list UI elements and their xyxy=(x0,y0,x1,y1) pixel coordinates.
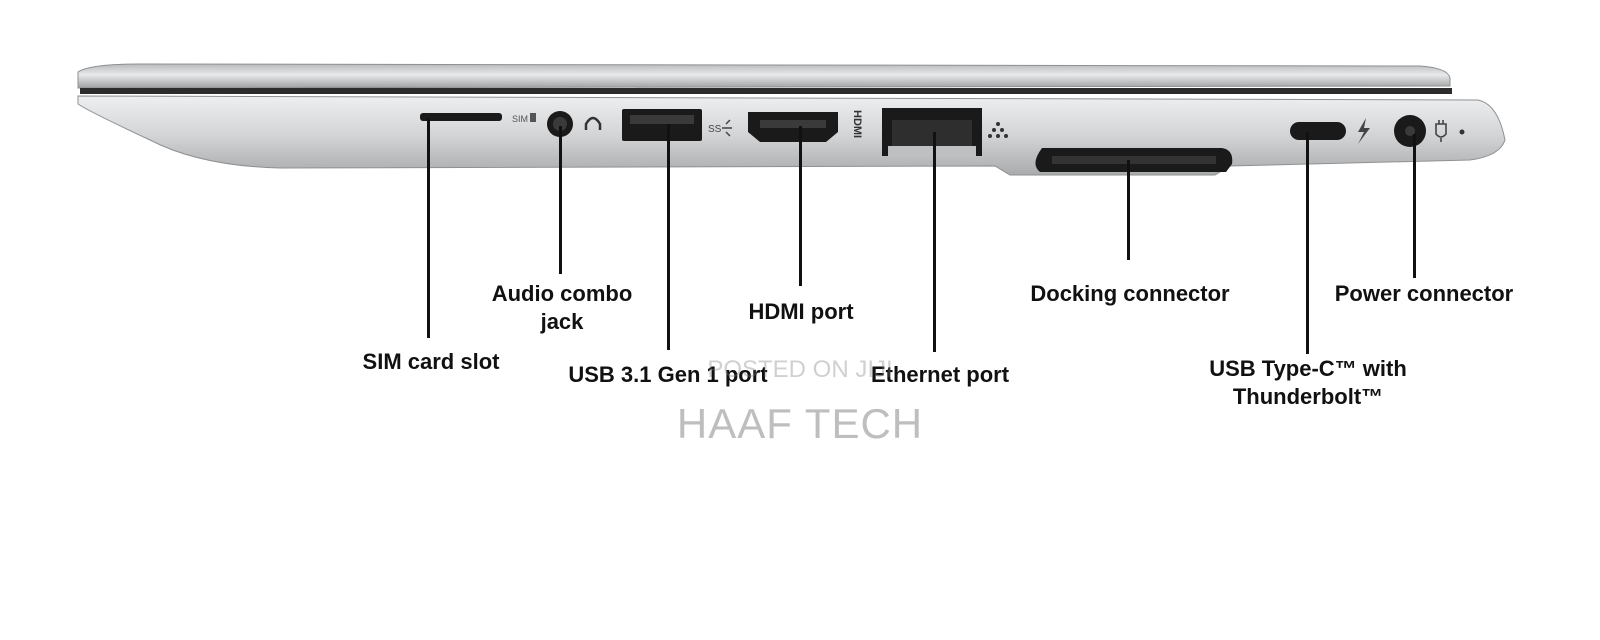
usb31-label-text: USB 3.1 Gen 1 port xyxy=(568,362,768,387)
power-label-text: Power connector xyxy=(1334,281,1514,306)
power-label: Power connector xyxy=(1335,280,1513,308)
network-icon xyxy=(996,122,1000,126)
sim-marking: SIM xyxy=(512,114,528,124)
ethernet-label: Ethernet port xyxy=(871,361,1009,389)
power-jack-pin xyxy=(1405,126,1415,136)
usb31-label: USB 3.1 Gen 1 port xyxy=(568,361,767,389)
sim-label: SIM card slot xyxy=(363,348,500,376)
hdmi-label-text: HDMI port xyxy=(748,299,854,324)
usbc-label-line2: Thunderbolt™ xyxy=(1232,384,1384,409)
docking-label-text: Docking connector xyxy=(1030,281,1230,306)
laptop-lid xyxy=(77,63,1451,89)
docking-connector-inner xyxy=(1052,156,1216,164)
sim-lock-icon xyxy=(530,113,536,122)
headphone-icon xyxy=(584,116,602,130)
usbc-port xyxy=(1290,122,1346,140)
docking-label: Docking connector xyxy=(1030,280,1229,308)
watermark-posted-on: POSTED ON JIJI xyxy=(707,356,893,383)
hdmi-port-inner xyxy=(760,120,826,128)
usbc-label: USB Type-C™ with Thunderbolt™ xyxy=(1209,355,1407,411)
network-icon-dot xyxy=(1004,134,1008,138)
usb-trident-icon xyxy=(722,119,732,137)
audio-label-line1: Audio combo xyxy=(491,281,633,306)
hdmi-leader-line xyxy=(799,126,802,286)
power-leader-line xyxy=(1413,134,1416,278)
audio-label-line2: jack xyxy=(540,309,584,334)
power-plug-icon xyxy=(1435,120,1447,142)
usb31-port-tongue xyxy=(630,115,694,124)
ethernet-port-inner xyxy=(892,120,972,146)
network-icon-dot xyxy=(988,134,992,138)
audio-leader-line xyxy=(559,126,562,274)
sim-leader-line xyxy=(427,118,430,338)
sim-label-text: SIM card slot xyxy=(362,349,500,374)
thunderbolt-icon xyxy=(1358,118,1370,144)
ethernet-flap xyxy=(888,146,976,156)
ethernet-label-text: Ethernet port xyxy=(870,362,1010,387)
usbc-leader-line xyxy=(1306,132,1309,354)
hdmi-marking: HDMI xyxy=(851,110,863,138)
audio-label: Audio combo jack xyxy=(492,280,633,336)
watermark-brand: HAAF TECH xyxy=(676,400,924,447)
network-icon-dot xyxy=(992,128,996,132)
usb-ss-marking: SS xyxy=(708,124,722,135)
network-icon-dot xyxy=(1000,128,1004,132)
power-led xyxy=(1459,129,1465,135)
docking-leader-line xyxy=(1127,160,1130,260)
laptop-hinge-gap xyxy=(80,88,1452,94)
usb31-leader-line xyxy=(667,124,670,350)
ethernet-leader-line xyxy=(933,132,936,352)
network-icon-dot xyxy=(996,134,1000,138)
usb31-port xyxy=(622,109,702,141)
sim-slot xyxy=(420,113,502,121)
usbc-label-line1: USB Type-C™ with xyxy=(1209,356,1407,381)
audio-jack-inner xyxy=(553,117,567,131)
hdmi-label: HDMI port xyxy=(748,298,853,326)
